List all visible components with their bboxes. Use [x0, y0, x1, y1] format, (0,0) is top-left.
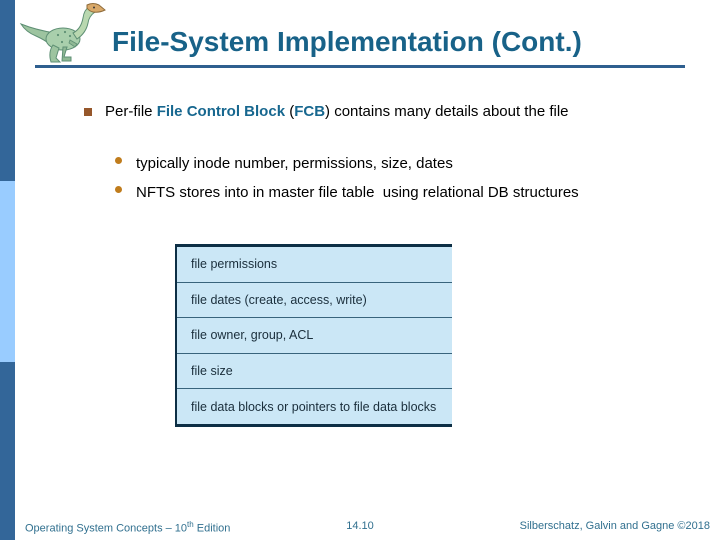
level2-bullet-marker — [115, 157, 122, 164]
bullet-text-suffix: ) contains many details about the file — [325, 103, 569, 120]
bullet-text-prefix: Per-file — [105, 103, 157, 120]
footer-book-title: Operating System Concepts – 10th Edition — [25, 520, 230, 535]
fcb-table-row: file owner, group, ACL — [177, 318, 452, 354]
footer-authors: Silberschatz, Galvin and Gagne ©2018 — [519, 520, 710, 532]
fcb-table-row: file size — [177, 354, 452, 390]
fcb-table-row: file permissions — [177, 247, 452, 283]
slide-title: File-System Implementation (Cont.) — [112, 26, 582, 57]
fcb-term-full: File Control Block — [156, 103, 286, 120]
fcb-term-abbr: FCB — [294, 103, 326, 120]
footer-book-title-text: Operating System Concepts – 10 — [25, 522, 188, 535]
dinosaur-logo-icon — [18, 2, 108, 66]
fcb-table-row: file dates (create, access, write) — [177, 283, 452, 319]
level2-bullet-marker — [115, 186, 122, 193]
slide-number: 14.10 — [346, 520, 374, 532]
title-underline — [35, 65, 685, 68]
sub-bullet-inode: typically inode number, permissions, siz… — [136, 155, 453, 172]
footer-edition-superscript: th — [187, 520, 194, 529]
fcb-table-row: file data blocks or pointers to file dat… — [191, 399, 437, 414]
footer-edition-text: Edition — [193, 522, 231, 535]
sub-bullet-ntfs: NFTS stores into in master file table us… — [136, 184, 579, 201]
left-accent-bar-top — [0, 0, 15, 181]
fcb-table-figure: file permissions file dates (create, acc… — [175, 244, 452, 427]
level1-bullet-marker — [84, 108, 92, 116]
bullet-per-file-fcb: Per-file File Control Block (FCB) contai… — [105, 101, 620, 123]
bullet-text-paren: ( — [285, 103, 295, 120]
left-accent-bar-middle — [0, 181, 15, 362]
left-accent-bar-bottom — [0, 362, 15, 540]
